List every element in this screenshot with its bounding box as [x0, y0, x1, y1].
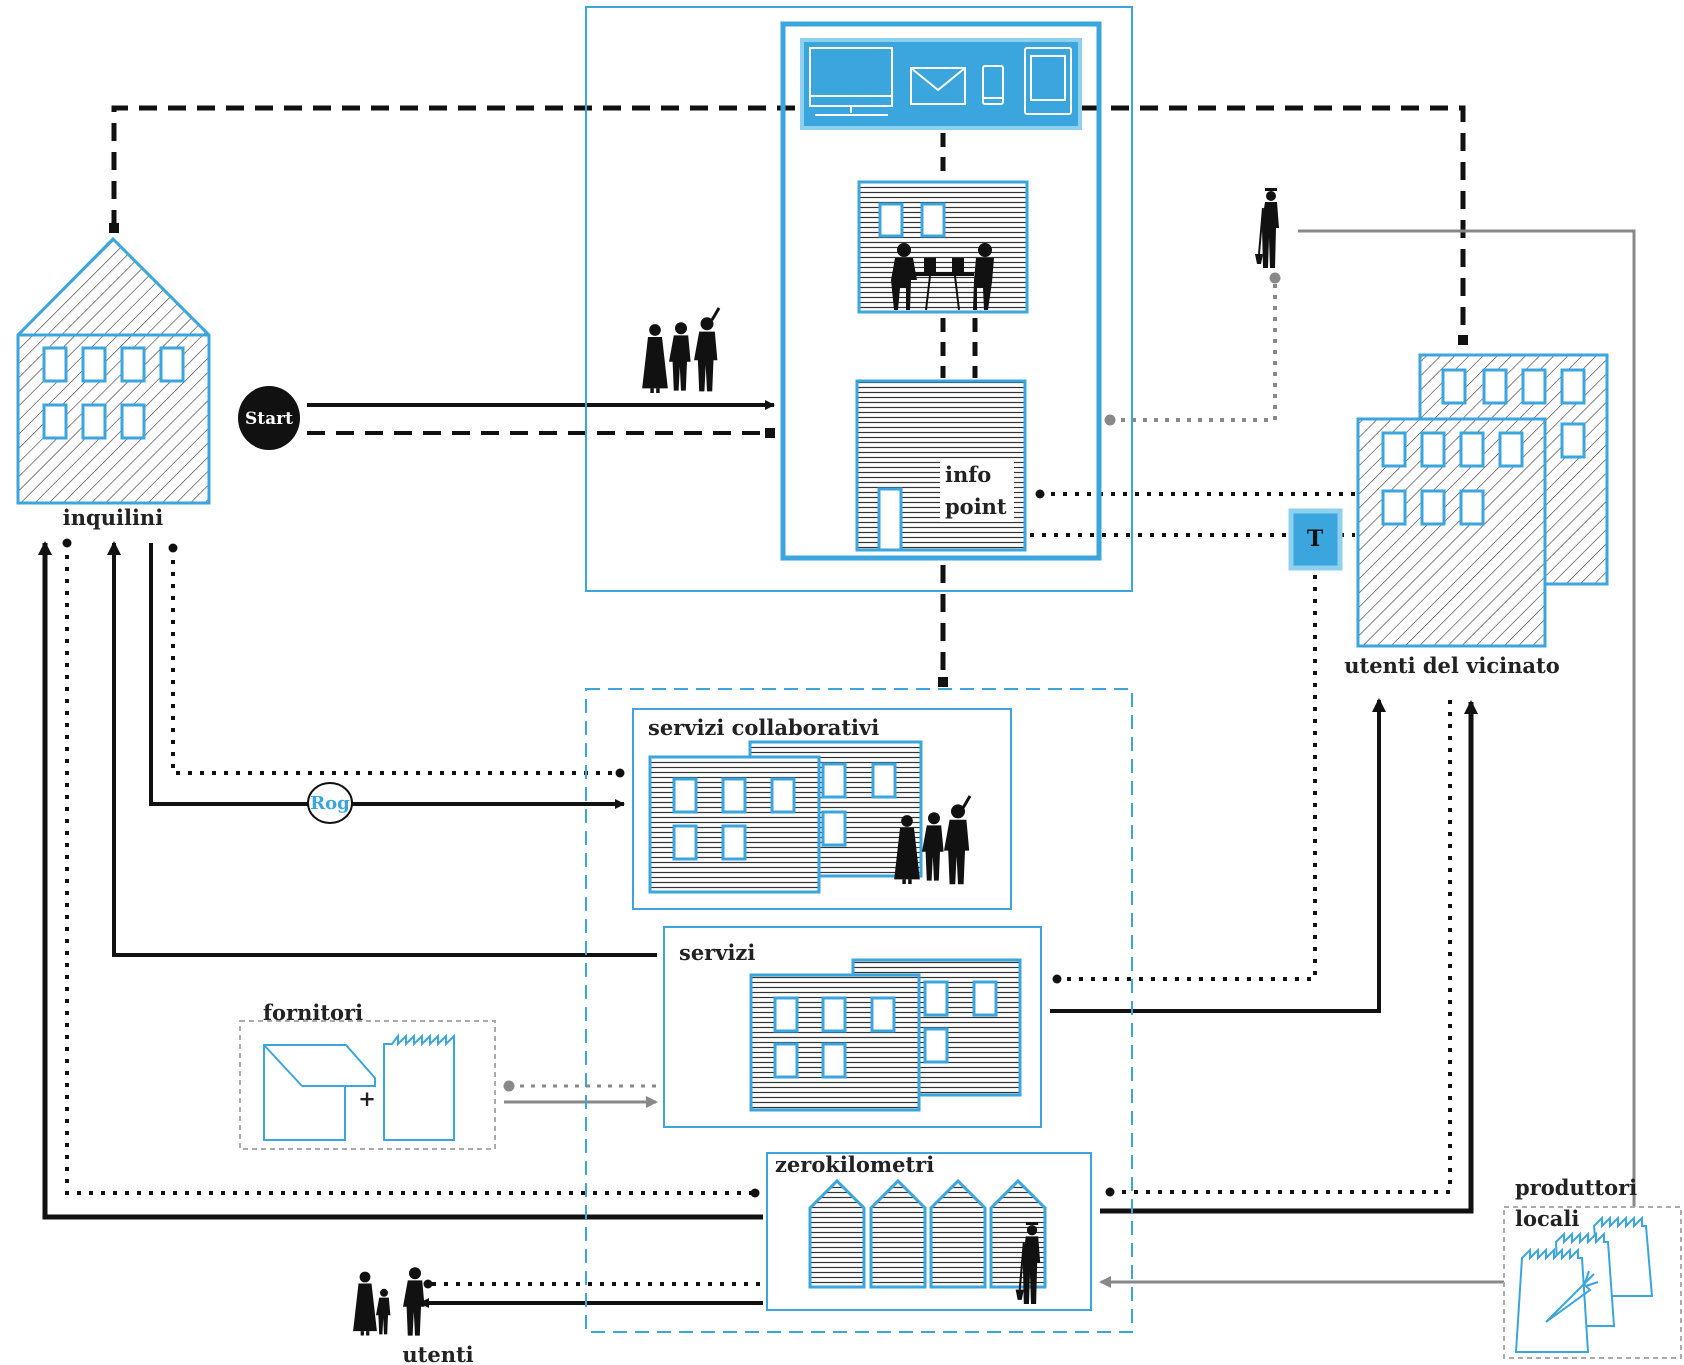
- people-group-icon: [353, 1267, 425, 1336]
- office-building: [857, 180, 1029, 314]
- solid-zerokm-vicinato: [1100, 700, 1478, 1214]
- info-point-label-2: point: [945, 494, 1007, 519]
- t-badge-label: T: [1307, 526, 1324, 552]
- utenti-label: utenti: [402, 1342, 473, 1365]
- solid-servizi-inquilini: [107, 541, 657, 957]
- dashed-link-top: [109, 105, 800, 233]
- office-window: [878, 202, 904, 238]
- people-group-icon: [642, 307, 721, 393]
- dotted-inquilini-zerokm: [62, 538, 760, 1198]
- collaborativi-label: servizi collaborativi: [648, 715, 879, 740]
- dotted-zerokm-vicinato: [1105, 697, 1452, 1197]
- start-label: Start: [245, 409, 293, 429]
- vicinato-label: utenti del vicinato: [1344, 653, 1559, 678]
- servizi-buildings: [749, 958, 1022, 1112]
- info-area-frame: [585, 6, 1133, 592]
- dotted-inquilini-collaborativi: [168, 543, 625, 778]
- monitor-icon: [809, 47, 893, 116]
- shop-icon: [263, 1044, 376, 1141]
- inquilini-building: [16, 236, 211, 505]
- grey-dotted-farmer-link: [1104, 272, 1281, 426]
- inquilini-label: inquilini: [63, 505, 163, 530]
- solid-inquilini-collaborativi: [149, 543, 625, 809]
- tablet-icon: [1024, 47, 1072, 115]
- fornitori-plus: +: [358, 1086, 376, 1111]
- rog-badge[interactable]: Rog: [307, 782, 353, 824]
- servizi-label: servizi: [679, 940, 755, 965]
- dashed-link-top-right: [1082, 105, 1468, 345]
- meeting-icon: [891, 243, 994, 311]
- envelope-icon: [910, 67, 966, 105]
- people-group-icon: [894, 795, 972, 885]
- info-point-label-bg: [940, 460, 1014, 522]
- info-column-frame: [780, 21, 1102, 561]
- farmer-icon: [1253, 188, 1281, 268]
- grey-line-farmer-producers: [1298, 229, 1636, 1228]
- start-node[interactable]: Start: [238, 386, 300, 450]
- info-point-label-1: info: [945, 462, 991, 487]
- zerokm-label: zerokilometri: [775, 1152, 934, 1177]
- info-point-door: [877, 487, 903, 552]
- phone-icon: [982, 65, 1004, 105]
- vicinato-buildings: [1356, 353, 1609, 648]
- rog-label: Rog: [310, 793, 350, 814]
- office-window: [920, 202, 946, 238]
- fornitori-label: fornitori: [263, 1000, 363, 1025]
- dotted-t-servizi: [1052, 575, 1317, 984]
- t-badge[interactable]: T: [1288, 508, 1343, 571]
- carrot-icon: [1545, 1270, 1599, 1323]
- solid-inquilini-zerokm-left: [38, 541, 763, 1220]
- factory-icon: [383, 1033, 455, 1141]
- produttori-label-1: produttori: [1515, 1175, 1637, 1200]
- solid-servizi-vicinato: [1050, 698, 1386, 1013]
- collaborativi-buildings: [648, 740, 923, 894]
- services-area-frame: [585, 688, 1133, 1333]
- produttori-label-2: locali: [1515, 1206, 1579, 1231]
